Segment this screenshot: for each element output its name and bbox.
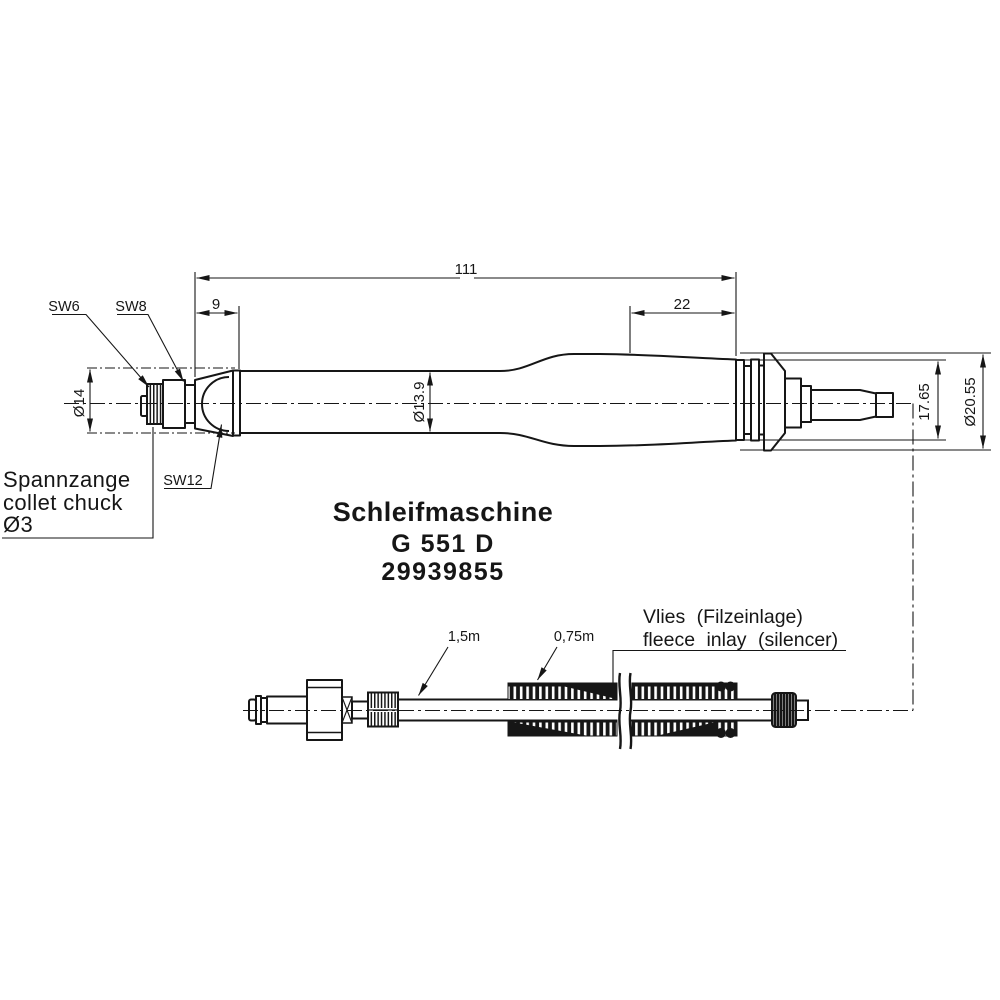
sw6-label: SW6 [48,299,79,315]
dim-dia14-label: Ø14 [71,389,88,417]
label-hose-length: 1,5m [418,629,480,696]
hose-annotations: 1,5m 0,75m Vlies (Filzeinlage) fleece in… [418,606,846,696]
fleece-note-line2: fleece inlay (silencer) [643,629,838,651]
machine-model: G 551 D [391,530,495,558]
fleece-note: Vlies (Filzeinlage) fleece inlay (silenc… [612,606,846,683]
collet-chuck-note: Spannzange collet chuck Ø3 [2,427,154,539]
collet-note-line3: Ø3 [3,512,33,537]
label-sw12: SW12 [163,424,223,490]
fleece-note-line1: Vlies (Filzeinlage) [643,606,803,628]
dim-111-label: 111 [455,261,478,278]
coupling-ring-2 [750,358,760,442]
hose-side-view [243,670,913,752]
fleece-wedge-top-1 [552,683,617,699]
dimension-rear-section: 22 [631,296,735,316]
dim-9-label: 9 [212,296,220,313]
collet-note-line2: collet chuck [3,490,123,515]
label-sw8: SW8 [115,299,184,382]
dim-17-65-label: 17.65 [916,383,933,421]
dimension-body-diameter: Ø13.9 [411,372,433,432]
sleeve-end-bead [716,681,726,692]
break-line [628,672,633,750]
sleeve-end-bead [725,728,736,738]
label-sleeve-length: 0,75m [537,629,594,681]
dim-dia13-9-label: Ø13.9 [411,382,428,423]
hose-length-label: 1,5m [448,629,480,645]
sleeve-length-label: 0,75m [554,629,594,645]
dimension-overall-length: 111 [196,261,735,281]
grinder-dimensions: 111 9 22 Ø14 Ø13.9 17.65 [2,261,991,539]
dimension-coupling-height: 17.65 [916,361,941,439]
sleeve-end-bead [725,681,736,692]
coupling-ring-1 [735,359,745,441]
air-nipple [810,389,877,421]
dimension-front-section: 9 [196,296,238,316]
dimension-coupling-diameter: Ø20.55 [962,354,986,449]
sleeve-band-top-2 [631,682,738,700]
machine-name: Schleifmaschine [333,497,554,527]
fleece-wedge-bottom-1 [508,721,586,736]
sw12-label: SW12 [163,473,203,489]
sleeve-end-bead [716,728,726,738]
fleece-wedge-bottom-2 [658,722,716,736]
coupling-taper-ring [763,352,786,452]
dimension-front-diameter: Ø14 [71,369,93,432]
title-block: Schleifmaschine G 551 D 29939855 [333,497,554,586]
fleece-note-leader [612,649,846,683]
collet-note-line1: Spannzange [3,467,131,492]
machine-part-number: 29939855 [381,558,504,586]
nipple-tip [875,392,894,418]
dim-dia20-55-label: Ø20.55 [962,377,979,426]
collet-note-leader [2,427,154,539]
machine-body [239,353,737,447]
coupling-neck-1 [743,365,752,435]
grinder-side-view [140,352,894,452]
label-sw6: SW6 [48,299,150,388]
sw8-label: SW8 [115,299,146,315]
dim-22-label: 22 [674,296,691,313]
